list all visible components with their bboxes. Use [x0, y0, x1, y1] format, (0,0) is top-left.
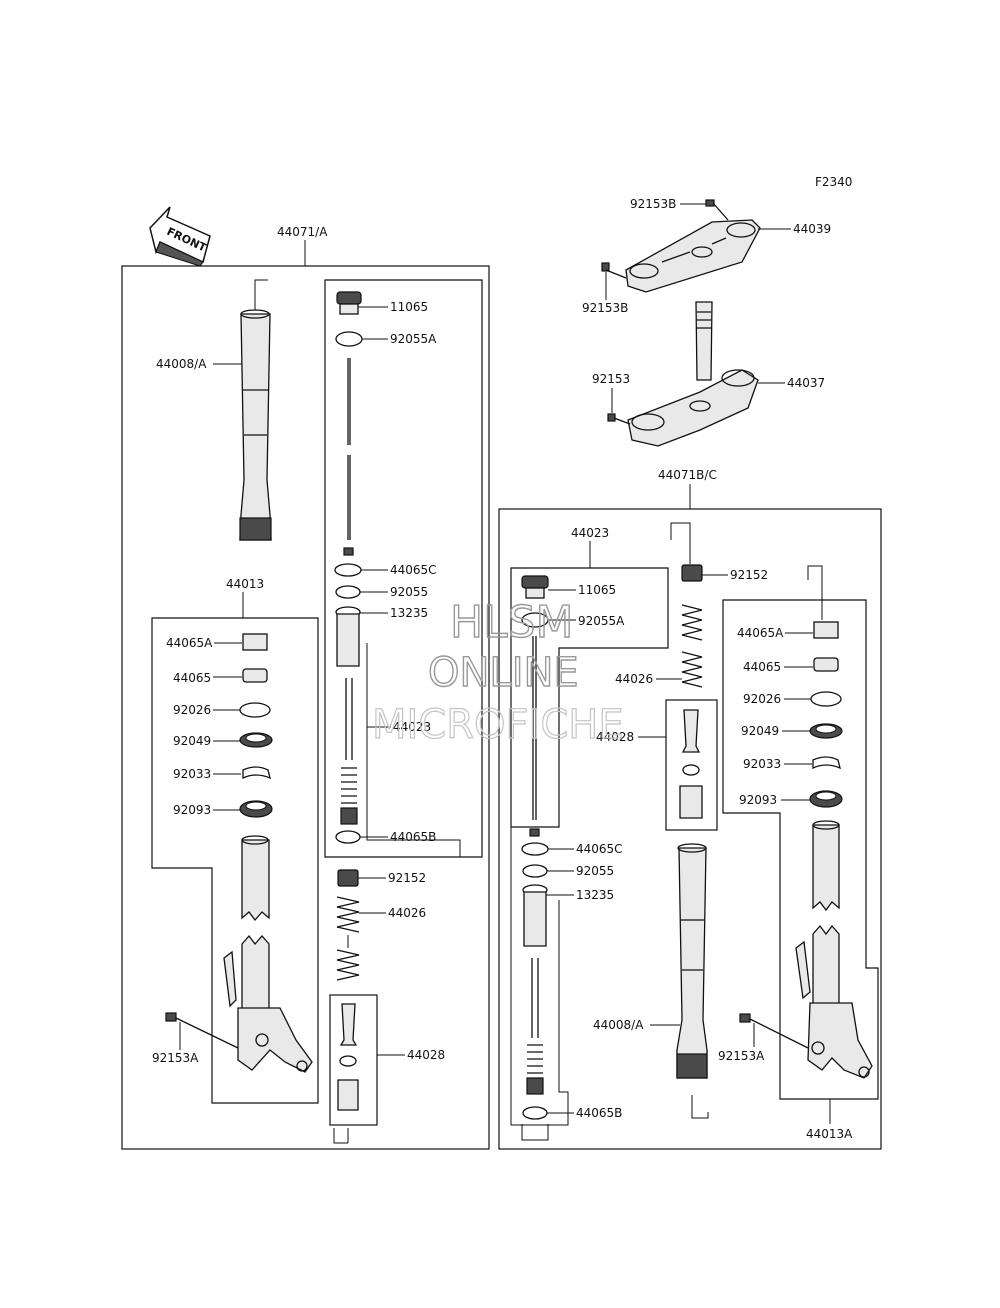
right-nut	[670, 522, 703, 582]
label-left-oring-a: 92055A	[390, 332, 437, 346]
right-valve	[679, 709, 703, 819]
label-right-tube: 44008/A	[593, 1018, 644, 1032]
right-cartridge-rod	[526, 958, 544, 1095]
left-top-cap	[336, 291, 362, 315]
label-right-cap: 11065	[578, 583, 616, 597]
label-left-valve: 44028	[407, 1048, 445, 1062]
label-right-bushing-a: 44065A	[737, 626, 784, 640]
left-oring-a	[335, 331, 363, 347]
label-lower-clamp: 44037	[787, 376, 825, 390]
right-spring	[681, 604, 703, 688]
left-inner-tube	[239, 279, 272, 541]
assembly-44071-a: 44071/A	[277, 225, 328, 239]
label-right-bushing: 44065	[743, 660, 781, 674]
watermark-line1: HLSM	[450, 597, 574, 648]
figure-code: F2340	[815, 175, 852, 189]
left-ring-b	[335, 830, 361, 844]
left-fork-frame	[121, 265, 490, 1150]
label-left-cartridge: 44023	[393, 720, 431, 734]
label-right-ring-c: 44065C	[576, 842, 623, 856]
right-ring-c	[521, 842, 549, 856]
label-right-valve: 44028	[596, 730, 634, 744]
label-upper-bolt-top: 92153B	[630, 197, 676, 211]
left-bolt	[165, 1012, 239, 1049]
right-bushing	[813, 657, 839, 672]
right-clip	[812, 756, 841, 770]
assembly-44013: 44013	[226, 577, 264, 591]
label-left-dust-seal: 92093	[173, 803, 211, 817]
label-left-clip: 92033	[173, 767, 211, 781]
left-spring	[336, 896, 360, 981]
label-left-collar: 13235	[390, 606, 428, 620]
watermark-line3: MICROFICHE	[372, 702, 624, 748]
label-right-dust-seal: 92093	[739, 793, 777, 807]
left-dust-seal	[239, 800, 273, 818]
left-collar	[335, 606, 361, 667]
watermark-line2: ONLINE	[428, 650, 579, 696]
right-outer-tube	[795, 820, 873, 1079]
upper-bolt-side	[601, 262, 627, 279]
label-left-oring: 92055	[390, 585, 428, 599]
right-top-cap	[521, 575, 549, 599]
upper-bolt-top	[705, 199, 729, 221]
label-left-seal: 92049	[173, 734, 211, 748]
label-left-bushing: 44065	[173, 671, 211, 685]
label-left-ring-c: 44065C	[390, 563, 437, 577]
left-bushing	[242, 668, 268, 683]
label-left-cap: 11065	[390, 300, 428, 314]
right-ring-b	[522, 1106, 548, 1120]
left-damper-rod	[347, 358, 351, 540]
front-arrow-icon: FRONT	[149, 206, 211, 267]
label-right-nut: 92152	[730, 568, 768, 582]
label-right-spring: 44026	[615, 672, 653, 686]
label-left-bushing-a: 44065A	[166, 636, 213, 650]
label-left-spring: 44026	[388, 906, 426, 920]
right-oring	[522, 864, 548, 878]
label-left-tube: 44008/A	[156, 357, 207, 371]
lower-clamp	[627, 301, 759, 447]
label-right-oring: 92055	[576, 864, 614, 878]
label-right-bolt: 92153A	[718, 1049, 765, 1063]
label-right-collar: 13235	[576, 888, 614, 902]
label-left-ring-b: 44065B	[390, 830, 436, 844]
left-oring	[335, 585, 361, 599]
right-collar	[522, 884, 548, 947]
assembly-44013a: 44013A	[806, 1127, 853, 1141]
label-right-washer: 92026	[743, 692, 781, 706]
assembly-right-44023: 44023	[571, 526, 609, 540]
label-lower-bolt: 92153	[592, 372, 630, 386]
right-seal	[809, 723, 843, 739]
label-right-clip: 92033	[743, 757, 781, 771]
left-outer-tube	[223, 835, 313, 1073]
assembly-44071b-c: 44071B/C	[658, 468, 717, 482]
right-dust-seal	[809, 790, 843, 808]
label-left-washer: 92026	[173, 703, 211, 717]
label-right-oring-a: 92055A	[578, 614, 625, 628]
label-upper-bolt-side: 92153B	[582, 301, 628, 315]
label-right-ring-b: 44065B	[576, 1106, 622, 1120]
left-nut	[337, 869, 359, 887]
label-right-seal: 92049	[741, 724, 779, 738]
left-seal	[239, 732, 273, 748]
left-ring-c	[334, 563, 362, 577]
label-upper-clamp: 44039	[793, 222, 831, 236]
left-valve	[337, 1003, 359, 1111]
label-left-nut: 92152	[388, 871, 426, 885]
right-washer	[810, 691, 842, 707]
label-left-bolt: 92153A	[152, 1051, 199, 1065]
right-inner-tube	[676, 843, 709, 1119]
lower-bolt	[607, 413, 631, 425]
left-clip	[242, 766, 271, 780]
right-fork-frame	[498, 508, 882, 1150]
left-cartridge-rod	[340, 678, 358, 825]
right-bushing-a	[813, 621, 839, 639]
watermark: HLSM ONLINE MICROFICHE	[371, 596, 624, 748]
right-bolt	[739, 1013, 809, 1049]
left-bushing-a	[242, 633, 268, 651]
right-damper-rod	[532, 636, 537, 820]
upper-clamp	[625, 219, 761, 293]
left-washer	[239, 702, 271, 718]
